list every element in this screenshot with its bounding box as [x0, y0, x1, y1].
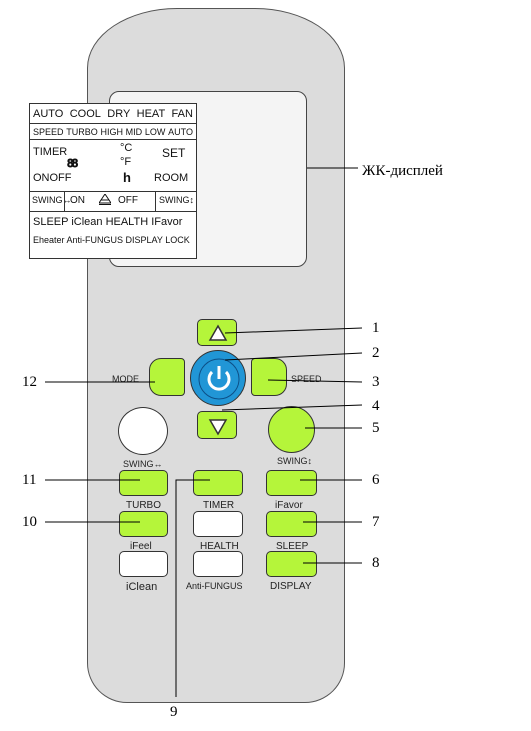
- ifeel-label: iFeel: [130, 541, 152, 552]
- callout-8: 8: [372, 555, 380, 571]
- callout-6: 6: [372, 472, 380, 488]
- callout-11: 11: [22, 472, 37, 488]
- timer-label: TIMER: [203, 500, 235, 511]
- lcd-swing-row: SWING↔ ON OFF SWING↕: [30, 191, 196, 212]
- mode-button[interactable]: [149, 358, 185, 396]
- callout-12: 12: [22, 374, 37, 390]
- callout-line-2: [224, 352, 363, 361]
- lcd-mode-cool: COOL: [69, 107, 101, 120]
- ifeel-button[interactable]: [119, 511, 168, 537]
- callout-7: 7: [372, 514, 380, 530]
- lcd-mode-fan: FAN: [171, 107, 193, 120]
- lcd-mode-row: AUTO COOL DRY HEAT FAN: [30, 104, 196, 124]
- triangle-down-icon: [208, 419, 228, 436]
- speed-label: SPEED: [291, 374, 322, 384]
- lcd-off: OFF: [118, 195, 138, 206]
- callout-line-9: [175, 479, 210, 697]
- lcd-speed-low: LOW: [144, 126, 166, 137]
- lcd-on: ON: [70, 195, 85, 206]
- display-label: DISPLAY: [270, 581, 312, 592]
- swing-horizontal-button[interactable]: [118, 407, 168, 455]
- lcd-fan-icon: [98, 193, 112, 208]
- triangle-up-icon: [208, 324, 228, 341]
- lcd-feature-line-1: SLEEP iClean HEALTH IFavor: [33, 216, 183, 228]
- lcd-speed-mid: MID: [125, 126, 143, 137]
- temp-down-button[interactable]: [197, 411, 237, 439]
- callout-10: 10: [22, 514, 37, 530]
- iclean-label: iClean: [126, 581, 158, 593]
- lcd-hour: h: [123, 170, 131, 185]
- callout-2: 2: [372, 345, 380, 361]
- sleep-button[interactable]: [266, 511, 317, 537]
- lcd-set-label: SET: [162, 146, 186, 160]
- lcd-room-label: ROOM: [154, 172, 189, 184]
- health-button[interactable]: [193, 511, 243, 537]
- lcd-temperature-row: TIMER ONOFF 88 °C °F h SET ROOM: [30, 140, 196, 192]
- swing-vertical-button[interactable]: [268, 406, 315, 453]
- turbo-button[interactable]: [119, 470, 168, 496]
- turbo-label: TURBO: [126, 500, 161, 511]
- lcd-mode-auto: AUTO: [33, 107, 64, 120]
- callout-line-4: [221, 404, 363, 411]
- lcd-timer-label: TIMER: [33, 146, 68, 158]
- lcd-swing-v: SWING↕: [159, 195, 194, 205]
- lcd-fahrenheit: °F: [120, 156, 132, 168]
- ifavor-label: iFavor: [275, 500, 303, 511]
- lcd-celsius: °C: [120, 142, 133, 154]
- callout-4: 4: [372, 398, 380, 414]
- lcd-swing-h: SWING↔: [32, 195, 72, 205]
- callout-line-1: [224, 327, 363, 334]
- iclean-button[interactable]: [119, 551, 168, 577]
- lcd-display: AUTO COOL DRY HEAT FAN SPEED TURBO HIGH …: [29, 103, 197, 259]
- lcd-onoff-label: ONOFF: [33, 172, 72, 184]
- power-icon: [198, 358, 240, 400]
- lcd-speed-auto: AUTO: [168, 126, 193, 137]
- lcd-speed-turbo: TURBO: [66, 126, 98, 137]
- lcd-speed-label: SPEED: [33, 126, 64, 137]
- callout-1: 1: [372, 320, 380, 336]
- lcd-speed-high: HIGH: [100, 126, 123, 137]
- timer-button[interactable]: [193, 470, 243, 496]
- mode-label: MODE: [112, 374, 139, 384]
- lcd-mode-heat: HEAT: [136, 107, 166, 120]
- lcd-speed-row: SPEED TURBO HIGH MID LOW AUTO: [30, 124, 196, 140]
- swing-horizontal-label: SWING↔: [123, 459, 163, 469]
- anti-fungus-label: Anti-FUNGUS: [186, 581, 243, 591]
- lcd-seven-segment-digits: 88: [66, 157, 78, 171]
- anti-fungus-button[interactable]: [193, 551, 243, 577]
- callout-5: 5: [372, 420, 380, 436]
- lcd-feature-line-2: Eheater Anti-FUNGUS DISPLAY LOCK: [33, 235, 190, 245]
- speed-button[interactable]: [251, 358, 287, 396]
- lcd-caption: ЖК-дисплей: [362, 163, 443, 179]
- lcd-divider: [64, 191, 65, 211]
- display-button[interactable]: [266, 551, 317, 577]
- callout-line-3: [267, 379, 363, 383]
- lcd-divider: [155, 191, 156, 211]
- sleep-label: SLEEP: [276, 541, 309, 552]
- lcd-mode-dry: DRY: [107, 107, 131, 120]
- ifavor-button[interactable]: [266, 470, 317, 496]
- health-label: HEALTH: [200, 541, 239, 552]
- callout-9: 9: [170, 704, 178, 720]
- callout-3: 3: [372, 374, 380, 390]
- swing-vertical-label: SWING↕: [277, 456, 312, 466]
